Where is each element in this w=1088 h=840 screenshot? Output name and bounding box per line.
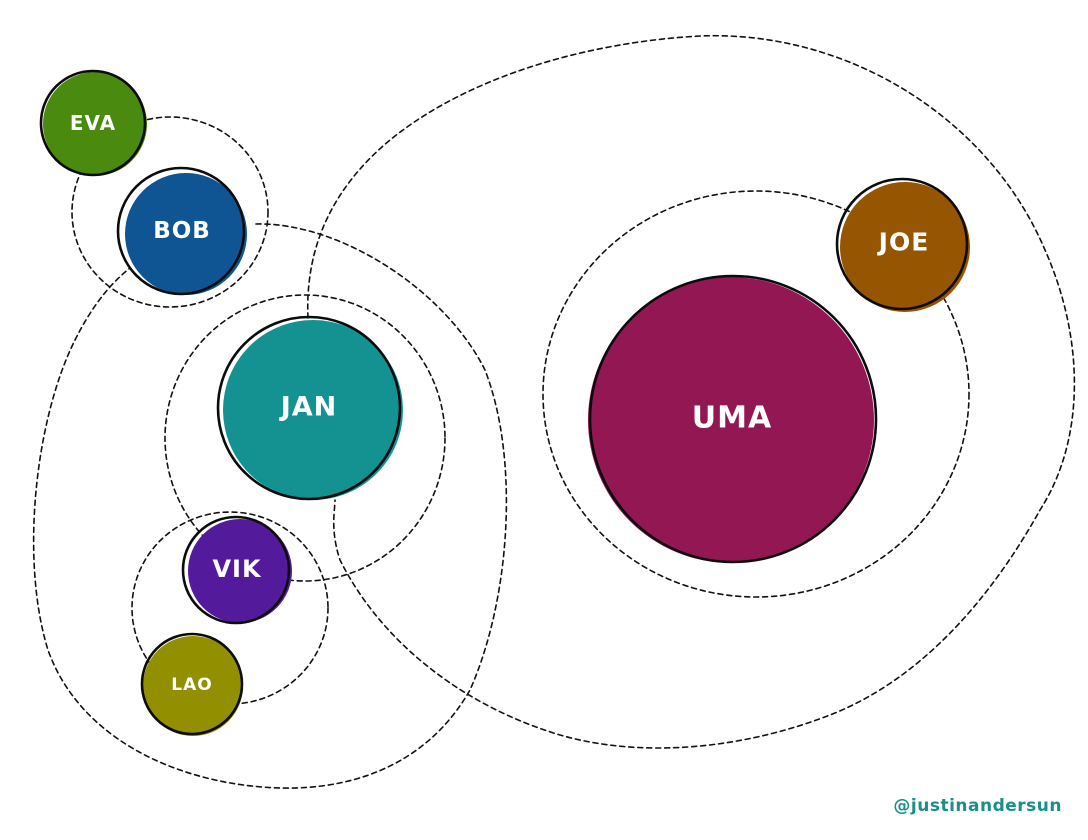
node-vik-fill [188,519,292,623]
node-joe-label: JOE [877,228,930,257]
node-lao-label: LAO [171,675,212,695]
node-vik[interactable]: VIK [181,515,292,625]
node-uma-label: UMA [692,401,772,436]
node-jan[interactable]: JAN [216,315,403,501]
node-bob[interactable]: BOB [116,166,247,296]
node-bob-fill [125,173,247,295]
node-joe-outline [835,177,969,311]
node-jan-label: JAN [279,392,338,423]
group-outline-jan-uma [306,34,1076,749]
node-vik-outline [181,515,291,625]
node-vik-label: VIK [212,555,262,583]
node-eva-label: EVA [70,111,116,135]
person-nodes: EVA BOB JAN VIK LAO JOE [39,69,970,736]
node-lao[interactable]: LAO [140,632,244,736]
node-jan-fill [223,320,403,500]
node-eva-outline [39,69,147,177]
group-outline-vik-lao [131,511,329,705]
group-outline-uma-joe [542,190,970,598]
node-lao-outline [140,632,244,736]
node-eva-fill [43,72,147,176]
node-uma[interactable]: UMA [588,274,878,564]
node-bob-label: BOB [153,218,211,244]
node-uma-fill [588,277,874,563]
node-eva[interactable]: EVA [39,69,147,177]
node-uma-outline [588,274,878,564]
group-boundaries [32,34,1076,789]
node-joe-fill [840,182,970,312]
group-outline-eva-bob [71,116,269,308]
node-bob-outline [116,166,246,296]
node-joe[interactable]: JOE [835,177,970,312]
group-outline-bob-cluster [32,223,508,789]
node-lao-fill [143,636,243,736]
node-jan-outline [216,315,402,501]
group-outline-jan-vik [164,294,446,582]
author-credit: @justinandersun [893,796,1062,816]
